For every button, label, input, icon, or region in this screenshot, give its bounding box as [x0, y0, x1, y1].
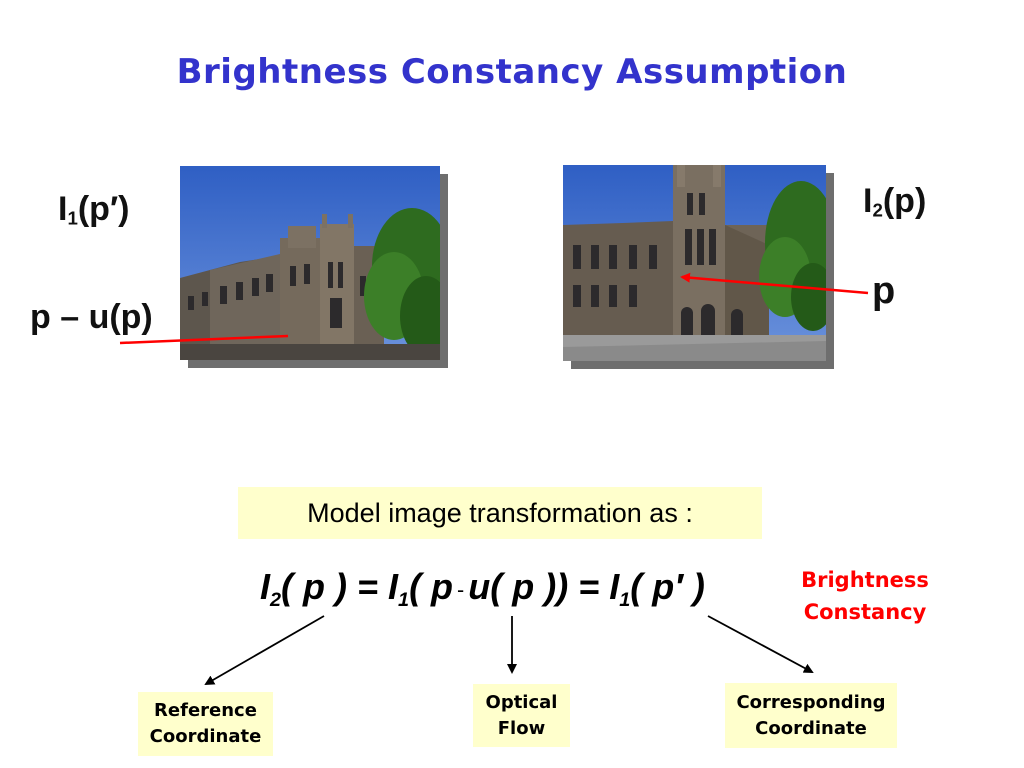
- arrow-to-reference: [204, 615, 325, 685]
- model-transformation-box: Model image transformation as :: [238, 487, 762, 539]
- i2-argument: (p): [882, 182, 927, 220]
- reference-line-1: Reference: [154, 700, 257, 721]
- corresponding-coordinate-note: Corresponding Coordinate: [725, 683, 897, 748]
- eq-part-3: u( p )) =: [468, 566, 610, 607]
- brightness-line-1: Brightness: [801, 568, 929, 592]
- p-label: p: [872, 270, 896, 312]
- i1-argument: (p′): [77, 190, 130, 228]
- page-title: Brightness Constancy Assumption: [176, 52, 848, 92]
- eq-part-4: ( p′ ): [630, 566, 705, 607]
- eq-i1-second: I: [609, 566, 620, 607]
- reference-line-2: Coordinate: [149, 726, 262, 747]
- i2-symbol: I: [863, 182, 873, 220]
- i2-p-label: I2(p): [863, 182, 926, 222]
- eq-part-2: ( p: [409, 566, 454, 607]
- eq-i1-second-subscript: 1: [619, 588, 631, 611]
- optical-line-2: Flow: [497, 717, 546, 739]
- building-photo-right: [563, 165, 826, 361]
- i2-subscript: 2: [872, 199, 883, 221]
- eq-i2: I: [260, 566, 271, 607]
- p-minus-u-p-label: p – u(p): [30, 298, 153, 336]
- eq-i1-first-subscript: 1: [398, 588, 410, 611]
- optical-flow-note: Optical Flow: [473, 684, 570, 747]
- brightness-equation: I2( p ) = I1( p-u( p )) = I1( p′ ): [260, 566, 705, 612]
- reference-coordinate-note: Reference Coordinate: [138, 692, 273, 756]
- brightness-line-2: Constancy: [803, 600, 927, 624]
- eq-minus: -: [457, 576, 465, 602]
- i1-p-prime-label: I1(p′): [58, 190, 129, 230]
- building-image-right: [563, 165, 826, 361]
- optical-line-1: Optical: [485, 691, 558, 713]
- corresponding-line-1: Corresponding: [736, 691, 886, 713]
- i1-subscript: 1: [67, 207, 78, 229]
- i1-symbol: I: [58, 190, 68, 228]
- brightness-constancy-label: Brightness Constancy: [790, 564, 940, 628]
- building-image-left: [180, 166, 440, 360]
- eq-part-1: ( p ) =: [281, 566, 389, 607]
- eq-i2-subscript: 2: [270, 588, 282, 611]
- building-photo-left: [180, 166, 440, 360]
- eq-i1-first: I: [388, 566, 399, 607]
- corresponding-line-2: Coordinate: [755, 717, 867, 739]
